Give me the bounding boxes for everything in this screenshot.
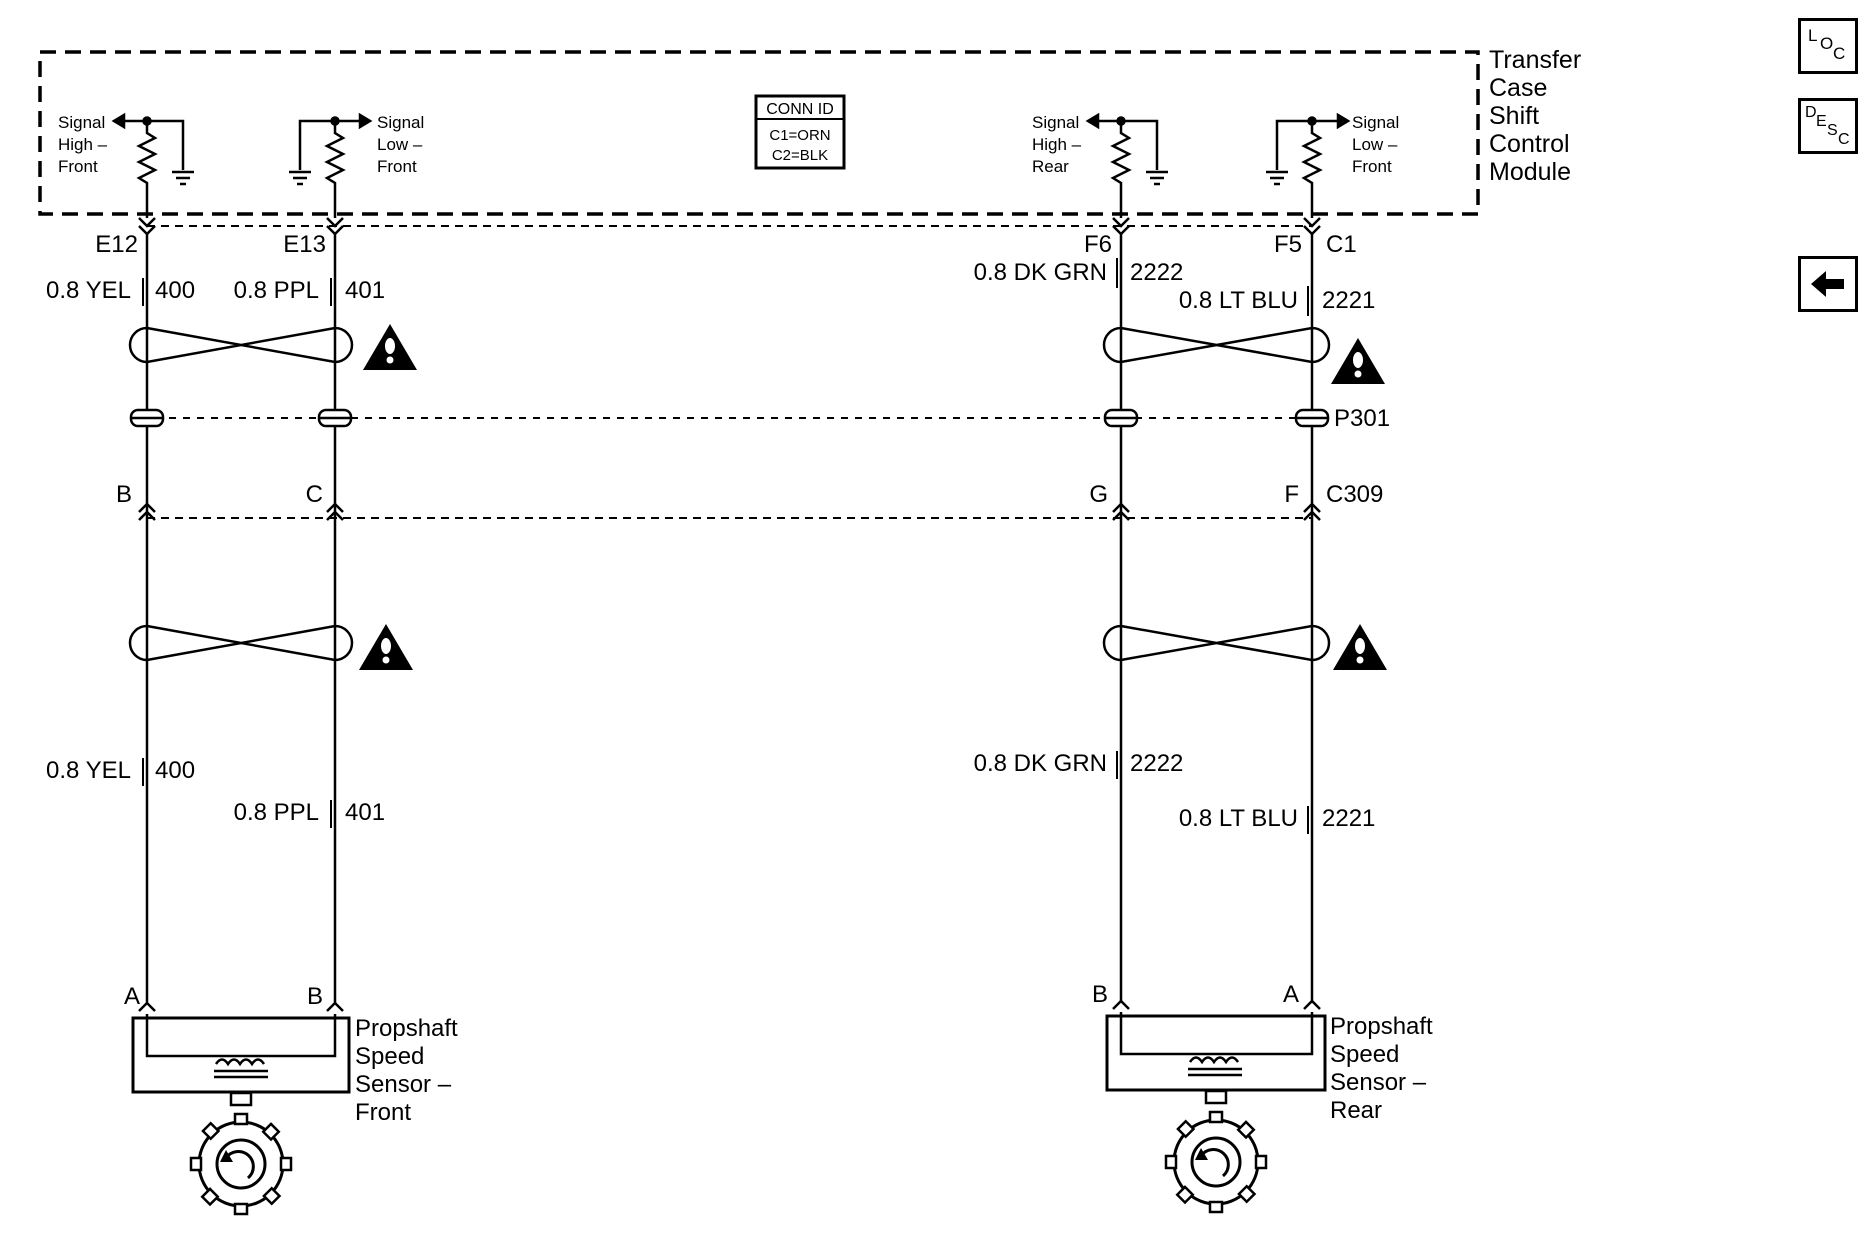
caution-icon bbox=[1333, 624, 1387, 670]
svg-text:401: 401 bbox=[345, 277, 385, 304]
splice-pack-label: P301 bbox=[1334, 405, 1390, 432]
c309-pin-4: F bbox=[1284, 481, 1299, 508]
caution-icon bbox=[1331, 338, 1385, 384]
back-button[interactable] bbox=[1798, 256, 1858, 312]
c309-connector-chevrons bbox=[138, 502, 1321, 521]
caution-icon bbox=[359, 624, 413, 670]
left-arrow-icon bbox=[1811, 271, 1844, 297]
pin-e12: E12 bbox=[95, 231, 138, 258]
svg-text:CONN ID: CONN ID bbox=[766, 101, 834, 118]
c309-pin-1: B bbox=[116, 481, 132, 508]
c309-pin-3: G bbox=[1089, 481, 1108, 508]
propshaft-speed-sensor-rear bbox=[1105, 1012, 1327, 1206]
sensor-connector-chevrons bbox=[138, 999, 1321, 1012]
lower-wire-labels: 0.8 YEL 400 0.8 PPL 401 0.8 DK GRN 2222 … bbox=[46, 750, 1375, 832]
twisted-pair-rear-lower bbox=[1102, 624, 1331, 662]
svg-text:0.8 DK GRN: 0.8 DK GRN bbox=[974, 259, 1107, 286]
svg-text:S: S bbox=[1827, 122, 1838, 139]
pin-e13: E13 bbox=[283, 231, 326, 258]
rotation-arrow-icon bbox=[224, 1150, 255, 1180]
c309-pin-2: C bbox=[306, 481, 323, 508]
svg-text:0.8 YEL: 0.8 YEL bbox=[46, 757, 131, 784]
terminal-signal-high-rear bbox=[1085, 112, 1168, 218]
wires bbox=[145, 234, 1314, 1003]
svg-text:2222: 2222 bbox=[1130, 750, 1183, 777]
svg-text:C2=BLK: C2=BLK bbox=[772, 147, 828, 164]
sensor-front-pin-b: B bbox=[307, 983, 323, 1010]
svg-text:0.8 PPL: 0.8 PPL bbox=[234, 277, 319, 304]
svg-text:0.8 LT BLU: 0.8 LT BLU bbox=[1179, 805, 1298, 832]
reluctor-teeth-rear bbox=[1164, 1110, 1268, 1214]
terminal-signal-low-front bbox=[289, 112, 373, 218]
terminal-label-3: Signal High – Rear bbox=[1032, 113, 1086, 176]
svg-text:0.8 YEL: 0.8 YEL bbox=[46, 277, 131, 304]
svg-text:0.8 LT BLU: 0.8 LT BLU bbox=[1179, 287, 1298, 314]
rotation-arrow-icon bbox=[1199, 1148, 1230, 1178]
terminal-signal-high-front bbox=[111, 112, 194, 218]
svg-text:L: L bbox=[1808, 26, 1817, 45]
svg-text:D: D bbox=[1805, 104, 1817, 121]
svg-text:2221: 2221 bbox=[1322, 287, 1375, 314]
svg-text:O: O bbox=[1820, 34, 1833, 53]
sensor-front-pin-a: A bbox=[124, 983, 140, 1010]
sensor-rear-name: Propshaft Speed Sensor – Rear bbox=[1330, 1013, 1439, 1124]
rotation-arrowhead bbox=[220, 1150, 233, 1162]
svg-text:2222: 2222 bbox=[1130, 259, 1183, 286]
module-name: Transfer Case Shift Control Module bbox=[1489, 46, 1588, 186]
splice-pack-symbols bbox=[129, 408, 1330, 428]
propshaft-speed-sensor-front bbox=[131, 1014, 351, 1208]
upper-label-dividers bbox=[142, 258, 1309, 316]
terminal-label-4: Signal Low – Front bbox=[1352, 113, 1404, 176]
twisted-pair-front-lower bbox=[128, 624, 354, 662]
terminal-label-1: Signal High – Front bbox=[58, 113, 112, 176]
sensor-front-name: Propshaft Speed Sensor – Front bbox=[355, 1015, 464, 1126]
svg-text:E: E bbox=[1816, 113, 1827, 130]
svg-text:400: 400 bbox=[155, 757, 195, 784]
pin-f6: F6 bbox=[1084, 231, 1112, 258]
reluctor-teeth-front bbox=[189, 1112, 293, 1216]
connector-c309-label: C309 bbox=[1326, 481, 1383, 508]
twisted-pair-rear-upper bbox=[1102, 326, 1331, 364]
svg-text:C: C bbox=[1838, 131, 1850, 148]
svg-text:401: 401 bbox=[345, 799, 385, 826]
svg-text:0.8 DK GRN: 0.8 DK GRN bbox=[974, 750, 1107, 777]
desc-button[interactable]: D E S C bbox=[1798, 98, 1858, 154]
caution-icon bbox=[363, 324, 417, 370]
svg-text:C: C bbox=[1833, 44, 1845, 63]
svg-text:400: 400 bbox=[155, 277, 195, 304]
pin-f5: F5 bbox=[1274, 231, 1302, 258]
sensor-rear-pin-b: B bbox=[1092, 981, 1108, 1008]
lower-label-dividers bbox=[142, 751, 1309, 834]
terminal-label-2: Signal Low – Front bbox=[377, 113, 429, 176]
svg-text:2221: 2221 bbox=[1322, 805, 1375, 832]
conn-id-box: CONN ID C1=ORN C2=BLK bbox=[754, 94, 846, 170]
terminal-signal-low-front-2 bbox=[1266, 112, 1351, 218]
upper-wire-labels: 0.8 YEL 400 0.8 PPL 401 0.8 DK GRN 2222 … bbox=[46, 259, 1375, 314]
twisted-pair-front-upper bbox=[128, 326, 354, 364]
svg-text:0.8 PPL: 0.8 PPL bbox=[234, 799, 319, 826]
sensor-rear-pin-a: A bbox=[1283, 981, 1299, 1008]
loc-button[interactable]: L O C bbox=[1798, 18, 1858, 74]
rotation-arrowhead bbox=[1195, 1148, 1208, 1160]
connector-c1-label: C1 bbox=[1326, 231, 1357, 258]
svg-text:C1=ORN: C1=ORN bbox=[769, 127, 830, 144]
